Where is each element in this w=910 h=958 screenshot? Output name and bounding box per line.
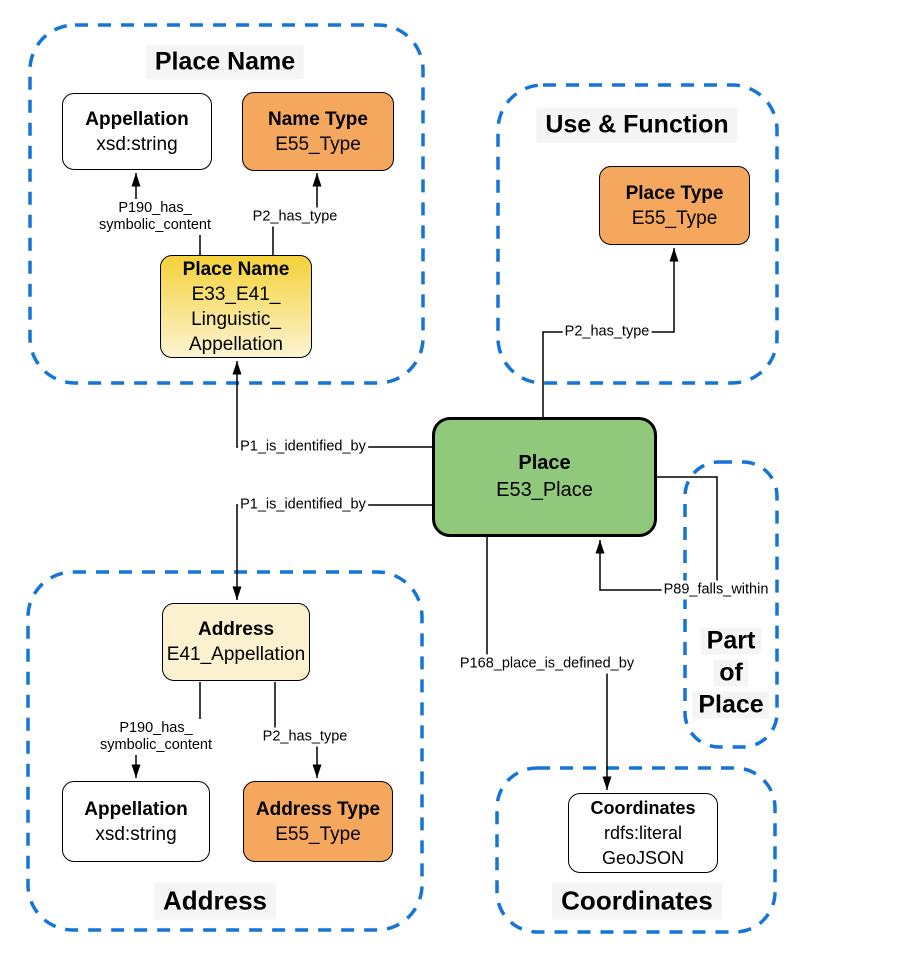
group-title-line: Place: [692, 691, 770, 719]
node-address-type: Address Type E55_Type: [243, 781, 393, 862]
node-place-name-linguistic-appellation: Place Name E33_E41_ Linguistic_ Appellat…: [160, 255, 312, 358]
node-title: Coordinates: [590, 797, 696, 818]
group-place-name-border: [28, 23, 425, 385]
node-title: Address Type: [255, 798, 381, 820]
group-address-border: [26, 570, 424, 932]
node-subtitle: E41_Appellation: [166, 644, 306, 665]
node-place-e53: Place E53_Place: [432, 417, 657, 537]
edge-label-line: symbolic_content: [99, 737, 213, 753]
node-line: Linguistic_: [191, 308, 281, 330]
node-subtitle: xsd:string: [95, 823, 177, 845]
group-part-of-place-border: [683, 460, 779, 749]
group-title-part-of-place: Part of Place: [692, 627, 770, 719]
node-line: Appellation: [188, 333, 284, 355]
edge-p1-is-identified-by-lower: [232, 504, 432, 600]
node-coordinates-literal: Coordinates rdfs:literal GeoJSON: [568, 793, 718, 873]
node-title: Appellation: [85, 108, 189, 130]
edge-label-p2-has-type-use-function: P2_has_type: [562, 322, 652, 342]
edge-label-p2-has-type-top: P2_has_type: [250, 207, 340, 227]
edge-label-p89-falls-within: P89_falls_within: [661, 580, 771, 600]
edge-label-line: symbolic_content: [98, 217, 212, 233]
edge-label-p168-place-is-defined-by: P168_place_is_defined_by: [457, 654, 637, 674]
node-subtitle: E53_Place: [496, 479, 593, 501]
group-title-coordinates: Coordinates: [552, 882, 722, 920]
group-use-function-border: [496, 83, 779, 385]
group-title-use-function: Use & Function: [536, 107, 738, 143]
node-title: Address: [197, 619, 275, 640]
edge-label-p190-has-symbolic-content-address: P190_has_ symbolic_content: [97, 719, 215, 755]
group-title-line: Part: [700, 627, 762, 655]
group-title-address: Address: [153, 882, 277, 920]
node-subtitle: xsd:string: [96, 133, 178, 155]
node-subtitle: E55_Type: [275, 823, 361, 845]
node-title: Name Type: [268, 108, 368, 130]
node-name-type: Name Type E55_Type: [242, 92, 394, 171]
group-title-place-name: Place Name: [145, 44, 305, 80]
node-line: GeoJSON: [601, 847, 685, 868]
node-appellation-xsd-string-top: Appellation xsd:string: [62, 93, 212, 170]
group-title-line: of: [713, 659, 749, 687]
node-place-type: Place Type E55_Type: [599, 166, 750, 245]
edge-label-p1-is-identified-by-lower: P1_is_identified_by: [238, 495, 368, 515]
edge-label-line: P190_has_: [119, 720, 193, 736]
node-title: Place Name: [182, 258, 290, 280]
node-subtitle: E55_Type: [275, 133, 361, 155]
edge-label-p1-is-identified-by-upper: P1_is_identified_by: [238, 437, 368, 457]
edge-label-line: P190_has_: [118, 200, 192, 216]
node-subtitle: E55_Type: [631, 207, 718, 229]
node-title: Appellation: [84, 798, 188, 820]
edge-p1-is-identified-by-upper: [232, 361, 432, 448]
node-appellation-xsd-string-bottom: Appellation xsd:string: [62, 781, 210, 862]
edge-label-p2-has-type-address: P2_has_type: [260, 727, 350, 747]
node-title: Place: [518, 452, 571, 474]
node-line: rdfs:literal: [603, 822, 683, 843]
node-line: E33_E41_: [191, 283, 281, 305]
node-title: Place Type: [625, 182, 724, 204]
edge-label-p190-has-symbolic-content-top: P190_has_ symbolic_content: [96, 199, 214, 235]
group-coordinates-border: [495, 766, 777, 934]
node-address-e41-appellation: Address E41_Appellation: [162, 603, 310, 681]
